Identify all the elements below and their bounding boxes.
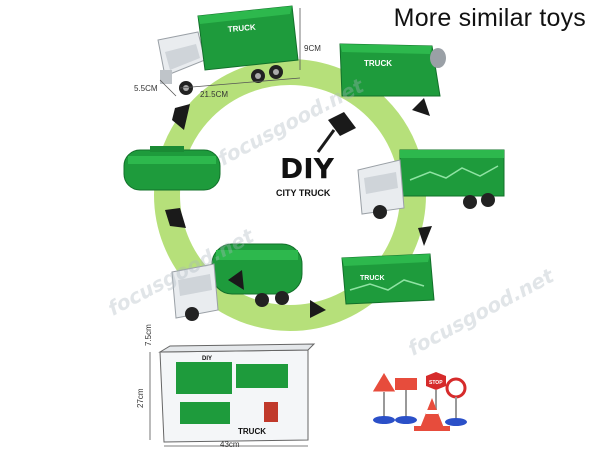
box-height-label: 27cm [136, 388, 145, 408]
city-truck-logo: CITY TRUCK [276, 188, 331, 198]
tank-body-part [123, 146, 221, 191]
diy-logo: DIY [280, 152, 335, 185]
arrow-icon [165, 98, 432, 318]
box-brand-text: TRUCK [238, 427, 266, 436]
screwdriver-icon [316, 112, 356, 153]
container-label: TRUCK [360, 275, 385, 282]
traffic-sign-icon: STOP [371, 371, 467, 426]
retail-box: DIY TRUCK [158, 343, 316, 443]
container-truck-assembled [357, 149, 505, 219]
body-label: TRUCK [364, 59, 392, 68]
traffic-cone-icon [414, 398, 450, 431]
container-body-part: TRUCK [341, 253, 435, 305]
box-diy-text: DIY [202, 356, 212, 362]
height-label: 9CM [304, 44, 321, 53]
length-dimension-line [179, 77, 301, 89]
headline: More similar toys [393, 4, 586, 32]
box-depth-label: 7.5cm [144, 324, 153, 346]
garbage-body-part: TRUCK [339, 43, 446, 97]
width-dimension-line [159, 79, 177, 97]
box-width-label: 43cm [220, 440, 240, 449]
garbage-truck-assembled: TRUCK [157, 5, 299, 95]
width-label: 5.5CM [134, 84, 158, 93]
truck-side-label: TRUCK [227, 23, 256, 34]
length-label: 21.5CM [200, 90, 229, 99]
stop-sign-text: STOP [429, 380, 443, 386]
